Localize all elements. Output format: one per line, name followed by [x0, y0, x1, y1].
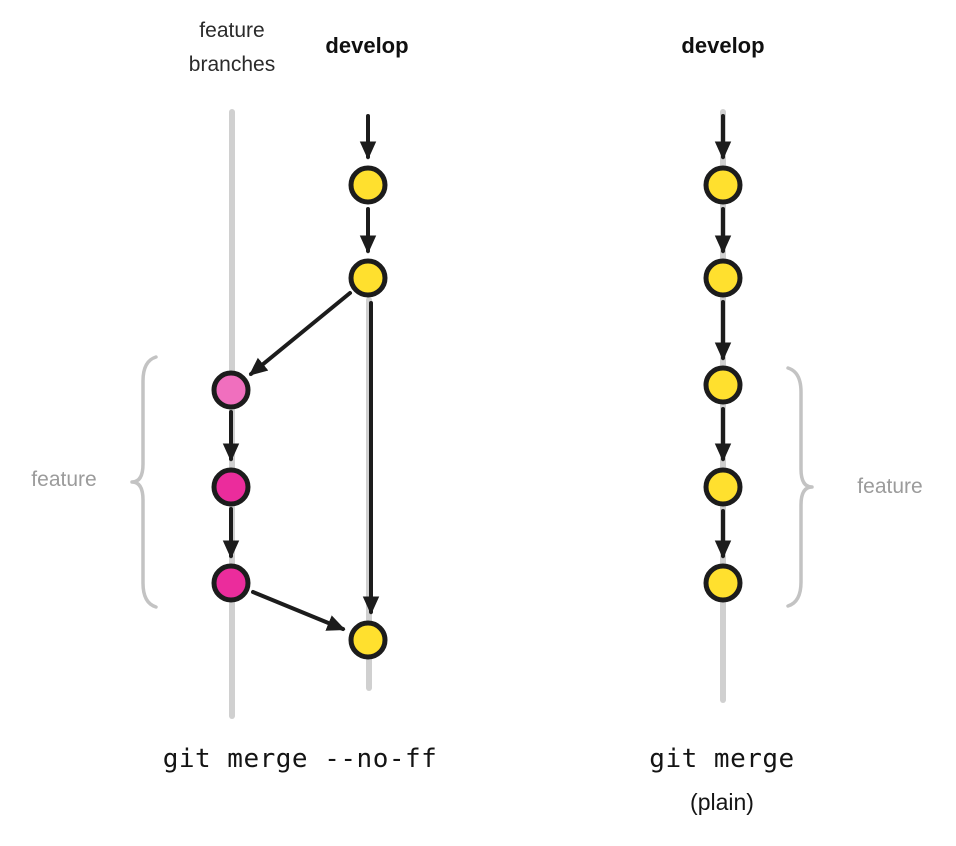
right-commit-2	[703, 258, 743, 298]
arrow-branch-off	[248, 291, 352, 376]
right-commit-1	[703, 165, 743, 205]
arrow-merge-in	[251, 590, 346, 631]
left-feature-commit-3	[211, 563, 251, 603]
caption-plain: (plain)	[690, 789, 754, 815]
feature-brace-left	[130, 355, 158, 609]
feature-branches-header-line1: feature	[199, 19, 265, 42]
left-develop-commit-2	[348, 258, 388, 298]
right-commit-4	[703, 467, 743, 507]
feature-brace-label-left: feature	[31, 468, 97, 491]
left-develop-commit-1	[348, 165, 388, 205]
left-merge-commit	[348, 620, 388, 660]
caption-git-merge: git merge	[649, 744, 795, 774]
right-commit-5	[703, 563, 743, 603]
develop-header-right: develop	[681, 33, 765, 58]
feature-brace-right	[786, 366, 814, 608]
right-commit-3	[703, 365, 743, 405]
caption-git-merge-no-ff: git merge --no-ff	[162, 744, 438, 774]
left-feature-commit-2	[211, 467, 251, 507]
feature-branches-header: feature branches	[189, 14, 275, 82]
feature-brace-label-right: feature	[857, 475, 923, 498]
feature-branches-header-line2: branches	[188, 53, 276, 76]
develop-header-left: develop	[325, 33, 409, 58]
left-feature-commit-1	[211, 370, 251, 410]
